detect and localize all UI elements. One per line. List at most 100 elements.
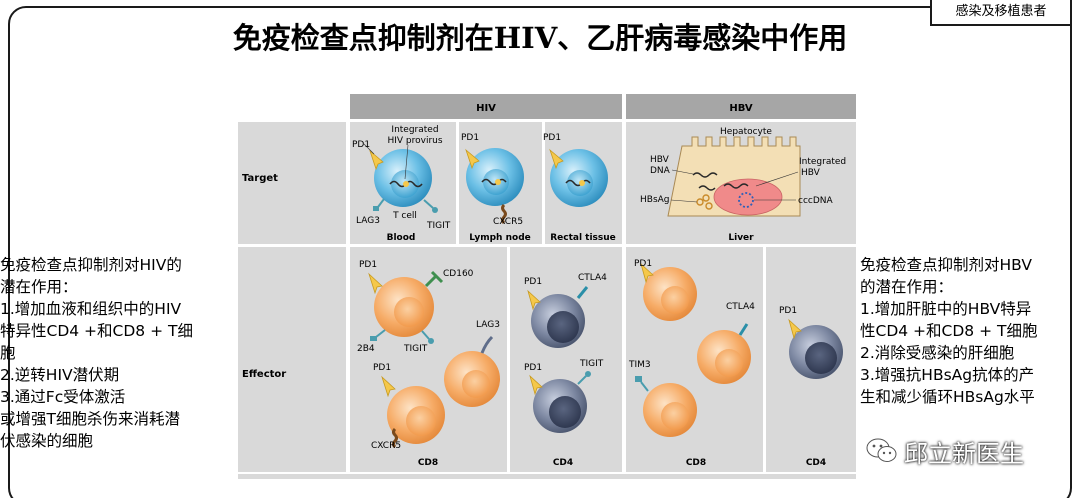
hiv-provirus-label: HIV provirus (387, 136, 442, 146)
lag3-label: LAG3 (356, 216, 380, 226)
lymph-node-label: Lymph node (469, 233, 531, 243)
cd4-t-cell (789, 325, 843, 379)
pd1-label: PD1 (524, 363, 542, 373)
hiv-notes: 免疫检查点抑制剂对HIV的 潜在作用： 1.增加血液和组织中的HIV 特异性CD… (0, 254, 222, 452)
tigit-label: TIGIT (426, 221, 451, 231)
rectal-tissue-t-cell (550, 149, 608, 207)
pd1-label: PD1 (373, 363, 391, 373)
effector-row-label: Effector (242, 369, 286, 380)
hiv-cd4-panel (510, 247, 622, 472)
slide-title: 免疫检查点抑制剂在HIV、乙肝病毒感染中作用 (232, 21, 848, 55)
pd1-receptor (640, 262, 654, 284)
blood-t-cell (374, 149, 432, 207)
cd8-t-cell (374, 277, 434, 337)
watermark-text: 邱立新医生 (904, 439, 1024, 468)
hiv-note-line: 或增强T细胞杀伤来消耗潜 (0, 410, 180, 428)
pd1-receptor (465, 148, 480, 170)
cd4-t-cell (531, 294, 585, 348)
hbv-note-line: 3.增强抗HBsAg抗体的产 (860, 366, 1035, 384)
hbv-note-line: 的潜在作用： (860, 278, 954, 296)
cxcr5-label: CXCR5 (493, 217, 523, 227)
hiv-header-label: HIV (476, 103, 496, 114)
pd1-receptor (381, 375, 396, 398)
watermark: 邱立新医生 (866, 432, 1024, 470)
t-cell-label: T cell (392, 211, 417, 221)
pd1-label: PD1 (461, 133, 479, 143)
integrated-hbv-small-label: HBV (801, 168, 821, 178)
pd1-label: PD1 (779, 306, 797, 316)
tigit-label: TIGIT (579, 359, 604, 369)
dna-label: DNA (650, 166, 671, 176)
hiv-note-line: 3.通过Fc受体激活 (0, 388, 126, 406)
hbv-note-line: 性CD4 +和CD8 + T细胞 (860, 322, 1038, 340)
cd8-t-cell (643, 267, 697, 321)
hepatocyte-label: Hepatocyte (720, 127, 772, 137)
tigit-receptor (421, 330, 434, 344)
2b4-receptor (370, 329, 386, 341)
pd1-label: PD1 (543, 133, 561, 143)
lymph-node-t-cell (466, 148, 524, 206)
bottom-strip (238, 474, 856, 479)
lag3-label: LAG3 (476, 320, 500, 330)
hiv-header (350, 94, 622, 119)
hiv-note-line: 潜在作用： (0, 278, 78, 296)
hiv-note-line: 胞 (0, 344, 16, 362)
liver-label: Liver (728, 233, 754, 243)
hiv-note-line: 特异性CD4 +和CD8 + T细 (0, 322, 193, 340)
cxcr5-receptor (392, 427, 398, 449)
ctla4-label: CTLA4 (726, 302, 755, 312)
pd1-receptor (549, 148, 564, 170)
tim3-label: TIM3 (628, 360, 651, 370)
hiv-note-line: 伏感染的细胞 (0, 432, 94, 450)
target-row-label: Target (242, 173, 278, 184)
integrated-hbv-label: Integrated (799, 157, 846, 167)
pd1-receptor (368, 272, 383, 295)
cd8-t-cell (697, 330, 751, 384)
hbv-header (626, 94, 856, 119)
effector-row-panel (238, 247, 346, 472)
ctla4-receptor (576, 286, 589, 299)
pd1-label: PD1 (524, 277, 542, 287)
immune-checkpoint-figure: HIV HBV Target Effector Integrated HIV p… (238, 94, 856, 479)
slide-frame (8, 6, 1072, 498)
category-tag: 感染及移植患者 (930, 0, 1072, 26)
pd1-receptor (527, 289, 541, 311)
cd160-label: CD160 (443, 269, 474, 279)
ctla4-receptor (738, 323, 749, 336)
hbsag-label: HBsAg (640, 195, 670, 205)
cccdna-label: cccDNA (798, 196, 834, 206)
tigit-label: TIGIT (403, 344, 428, 354)
cd8-t-cell (387, 386, 445, 444)
pd1-label: PD1 (634, 259, 652, 269)
cd4-t-cell (533, 379, 587, 433)
hiv-note-line: 1.增加血液和组织中的HIV (0, 300, 182, 318)
cd160-receptor (424, 270, 444, 288)
hiv-note-line: 2.逆转HIV潜伏期 (0, 366, 120, 384)
cd8-t-cell (643, 383, 697, 437)
cxcr5-label: CXCR5 (371, 441, 401, 451)
pd1-receptor (788, 318, 802, 340)
ctla4-label: CTLA4 (578, 273, 607, 283)
target-row-panel (238, 122, 346, 244)
rectal-tissue-label: Rectal tissue (550, 233, 616, 243)
hbv-notes: 免疫检查点抑制剂对HBV 的潜在作用： 1.增加肝脏中的HBV特异 性CD4 +… (860, 254, 1066, 408)
hiv-cd8-label: CD8 (418, 458, 438, 468)
pd1-receptor (369, 149, 384, 171)
pd1-label: PD1 (359, 260, 377, 270)
integrated-label: Integrated (391, 125, 438, 135)
hbv-note-line: 1.增加肝脏中的HBV特异 (860, 300, 1032, 318)
hbv-note-line: 免疫检查点抑制剂对HBV (860, 256, 1032, 274)
hbv-note-line: 2.消除受感染的肝细胞 (860, 344, 1015, 362)
hiv-cd4-label: CD4 (553, 458, 573, 468)
hbv-cd4-label: CD4 (806, 458, 826, 468)
lag3-receptor (373, 198, 385, 211)
tigit-receptor (577, 371, 591, 385)
tim3-receptor (635, 376, 649, 392)
2b4-label: 2B4 (357, 344, 375, 354)
tigit-receptor (423, 199, 438, 213)
cxcr5-receptor (501, 203, 507, 225)
blood-label: Blood (387, 233, 416, 243)
hbv-cd8-label: CD8 (686, 458, 706, 468)
pd1-label: PD1 (352, 140, 370, 150)
lag3-receptor (480, 335, 494, 354)
